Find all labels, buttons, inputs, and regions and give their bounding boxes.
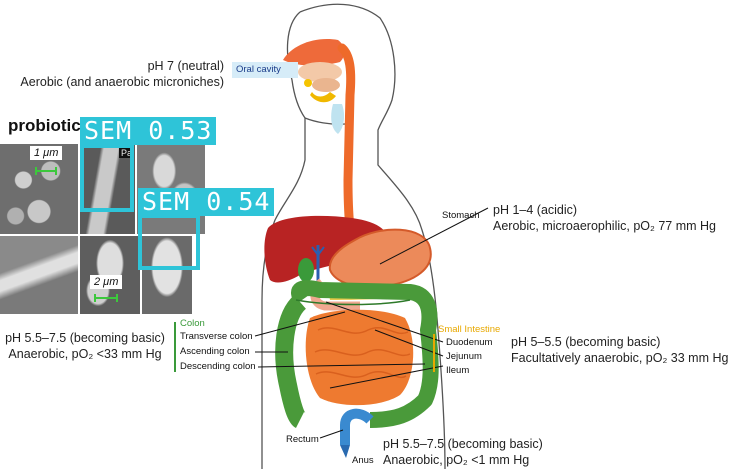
detection-label-2-class: SEM [142, 187, 191, 216]
leader-lines [254, 207, 489, 439]
colon [291, 280, 439, 428]
ascending-colon [275, 295, 307, 429]
scale-tick-bottom-right [116, 294, 118, 302]
duodenum-label: Duodenum [446, 337, 493, 348]
scale-bar-bottom [95, 297, 117, 299]
stomach-label: Stomach [442, 210, 480, 221]
liver [264, 215, 389, 283]
detection-label-1: SEM 0.53 [80, 116, 217, 145]
stomach-oxygen: Aerobic, microaerophilic, pO₂ 77 mm Hg [493, 219, 716, 233]
jejunum-label: Jejunum [446, 351, 482, 362]
colon-ph: pH 5.5–7.5 (becoming basic) [5, 331, 165, 345]
oral-cavity-label: Oral cavity [236, 64, 281, 75]
detection-label-1-class: SEM [84, 116, 133, 145]
colon-annotation: pH 5.5–7.5 (becoming basic) Anaerobic, p… [0, 330, 170, 362]
sem-panel-2 [80, 144, 135, 234]
small-intestine-oxygen: Facultatively anaerobic, pO₂ 33 mm Hg [511, 351, 729, 365]
rectum-annotation: pH 5.5–7.5 (becoming basic) Anaerobic, p… [383, 436, 543, 468]
rectum [340, 408, 374, 445]
oral-oxygen: Aerobic (and anaerobic microniches) [20, 75, 224, 89]
ascending-colon-label: Ascending colon [180, 346, 250, 357]
scale-tick-bottom-left [94, 294, 96, 302]
colon-heading: Colon [180, 318, 205, 329]
small-intestine-heading: Small Intestine [438, 324, 501, 335]
scale-bar-top [36, 170, 56, 172]
small-intestine [305, 309, 414, 406]
panel-tag: Pa [119, 148, 135, 158]
ileum-label: Ileum [446, 365, 470, 376]
small-intestine-annotation: pH 5–5.5 (becoming basic) Facultatively … [511, 334, 728, 366]
detection-label-2-score: 0.54 [206, 187, 271, 216]
rectum-ph: pH 5.5–7.5 (becoming basic) [383, 437, 543, 451]
inset-title: probiotic [8, 116, 81, 135]
scale-tick-top-right [55, 167, 57, 175]
sem-panel-6 [142, 236, 192, 314]
scale-label-bottom: 2 μm [90, 275, 123, 289]
detection-box-2 [138, 214, 200, 270]
detection-label-2: SEM 0.54 [138, 187, 275, 216]
transverse-colon-label: Transverse colon [180, 331, 253, 342]
descending-colon-label: Descending colon [180, 361, 256, 372]
anus-label: Anus [352, 455, 374, 466]
detection-label-1-score: 0.53 [148, 116, 213, 145]
colon-oxygen: Anaerobic, pO₂ <33 mm Hg [8, 347, 162, 361]
rectum-oxygen: Anaerobic, pO₂ <1 mm Hg [383, 453, 530, 467]
stomach-ph: pH 1–4 (acidic) [493, 203, 578, 217]
stomach-annotation: pH 1–4 (acidic) Aerobic, microaerophilic… [493, 202, 716, 234]
sem-panel-4 [0, 236, 78, 314]
oral-region [283, 39, 345, 134]
oral-annotation: pH 7 (neutral) Aerobic (and anaerobic mi… [0, 58, 224, 90]
scale-tick-top-left [35, 167, 37, 175]
rectum-label: Rectum [286, 434, 319, 445]
scale-label-top: 1 μm [30, 146, 63, 160]
oral-cavity-label-box [232, 62, 298, 78]
detection-box-1 [80, 144, 134, 212]
small-intestine-ph: pH 5–5.5 (becoming basic) [511, 335, 661, 349]
oral-ph: pH 7 (neutral) [147, 59, 224, 73]
